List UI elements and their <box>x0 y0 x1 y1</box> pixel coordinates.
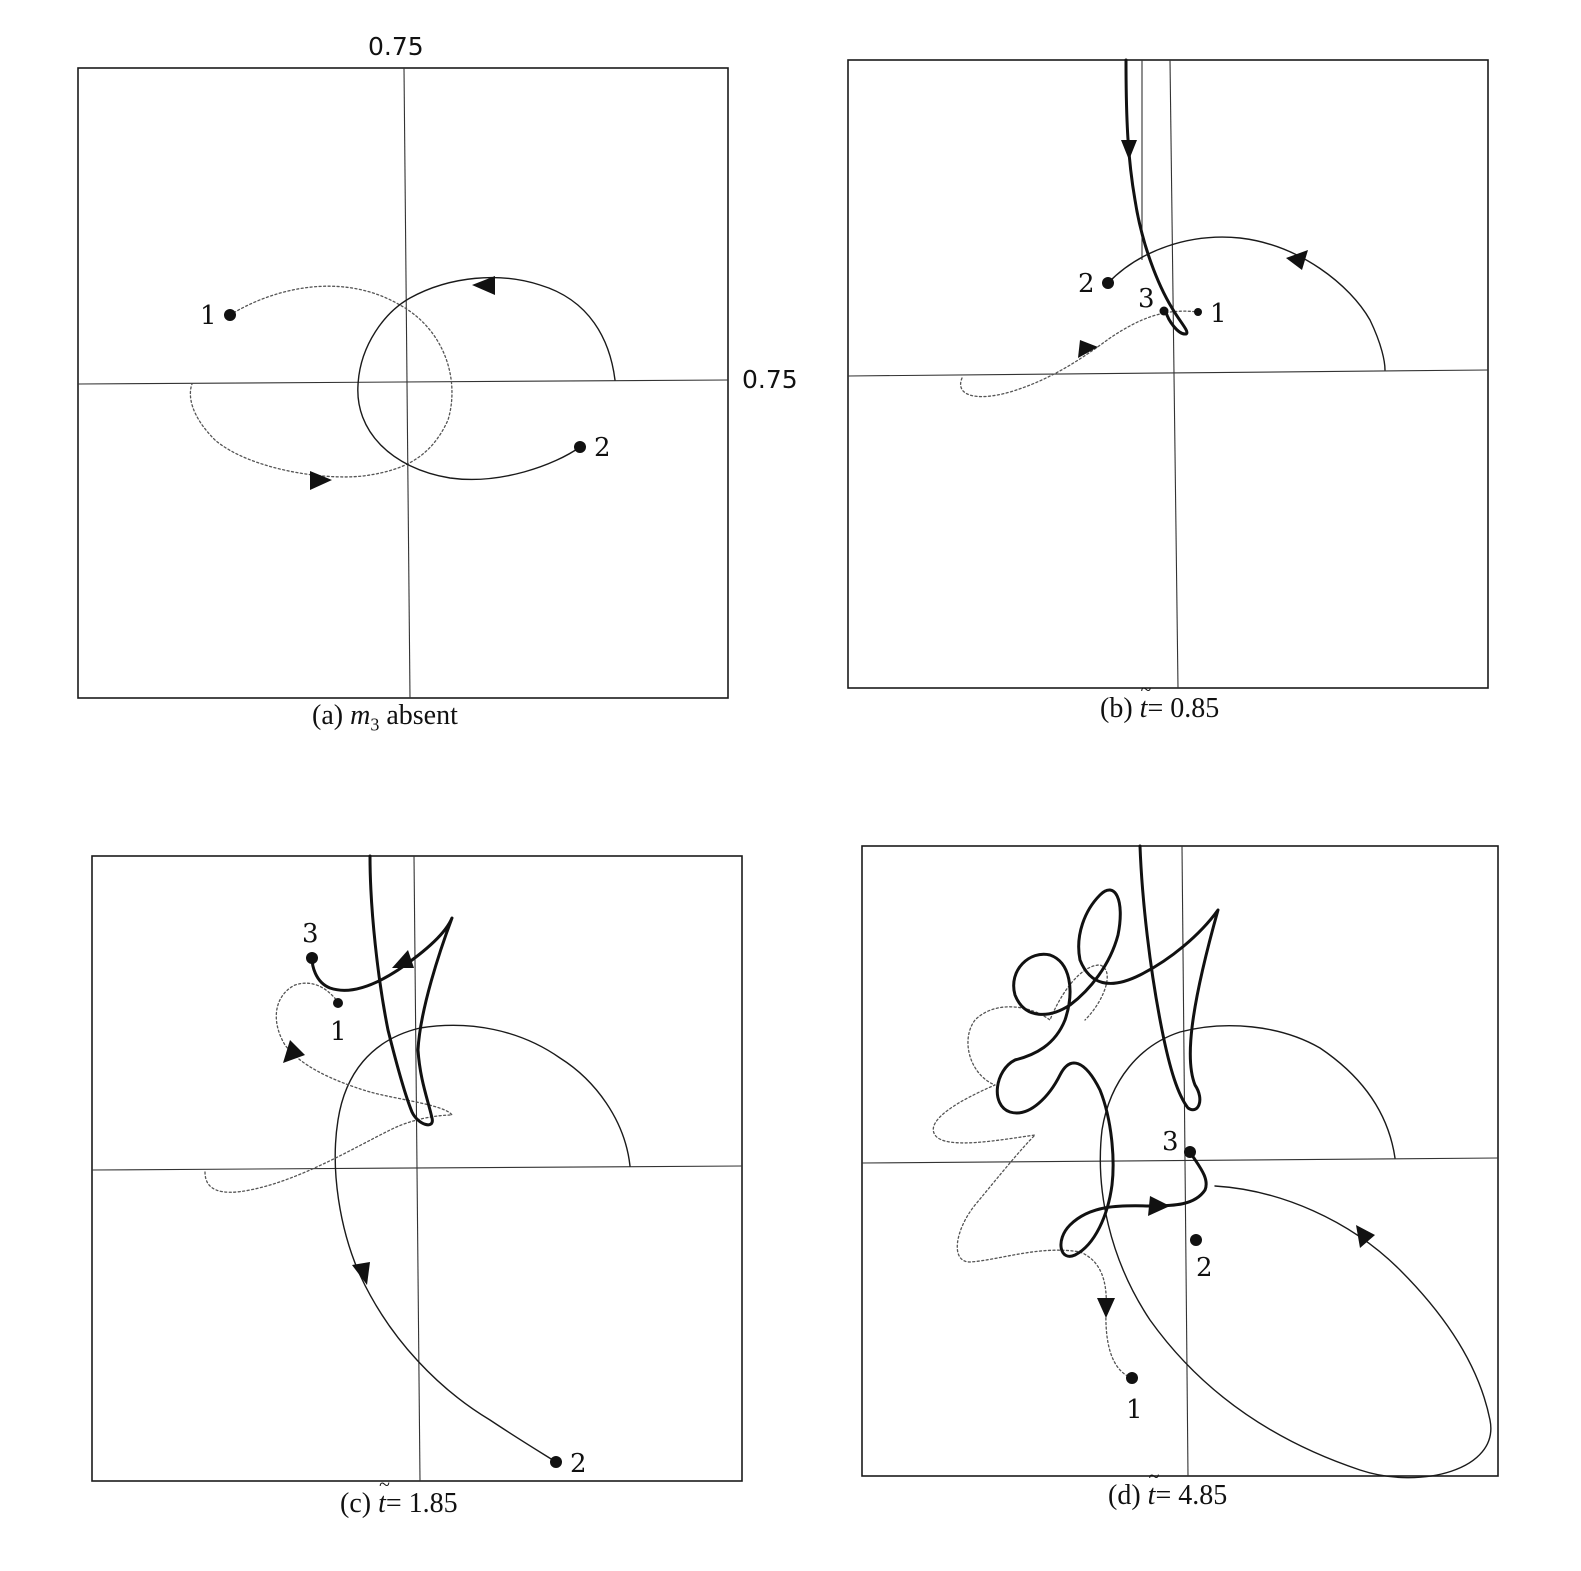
panel-a-trajectory-1 <box>189 285 453 478</box>
panel-b: 2 3 1 <box>847 58 1489 689</box>
panel-c-label-3: 3 <box>302 919 319 949</box>
panel-a: 0.75 0.75 1 2 <box>77 32 798 699</box>
panel-c-caption-var: t <box>378 1474 390 1520</box>
panel-d-arrow-1 <box>1097 1298 1115 1318</box>
panel-d-body-3-dot <box>1184 1146 1196 1158</box>
panel-c-body-1-dot <box>333 998 343 1008</box>
panel-c-horizontal-axis <box>91 1165 743 1171</box>
panel-a-right-tick-label: 0.75 <box>742 365 798 394</box>
panel-c-trajectory-2 <box>334 1024 631 1463</box>
panel-a-arrow-2 <box>472 276 495 295</box>
panel-b-vertical-axis <box>1169 59 1179 689</box>
panel-b-horizontal-axis <box>847 369 1489 377</box>
panel-d-body-2-dot <box>1190 1234 1202 1246</box>
panel-c-trajectory-3 <box>310 854 454 1127</box>
panel-c-label-2: 2 <box>570 1449 587 1479</box>
panel-a-frame <box>77 67 729 699</box>
panel-b-trajectory-1 <box>960 310 1199 398</box>
panel-d-trajectory-1 <box>932 964 1133 1379</box>
panel-a-caption: (a) m3 absent <box>312 700 458 736</box>
panel-c-body-3-dot <box>306 952 318 964</box>
panel-c-arrow-2 <box>352 1262 370 1285</box>
panel-d-body-1-dot <box>1126 1372 1138 1384</box>
panel-c-caption-eq: = 1.85 <box>385 1488 458 1519</box>
panel-a-caption-sub: 3 <box>370 714 380 735</box>
panel-d-arrow-2 <box>1356 1225 1375 1248</box>
panel-b-caption: (b) t= 0.85 <box>1100 679 1220 725</box>
panel-b-caption-var: t <box>1140 679 1152 725</box>
panel-a-body-1-dot <box>224 309 236 321</box>
panel-b-arrow-3 <box>1121 140 1137 160</box>
panel-d-label-3: 3 <box>1162 1127 1179 1157</box>
panel-d-frame <box>861 845 1499 1477</box>
panel-a-body-2-dot <box>574 441 586 453</box>
panel-d: 3 2 1 <box>861 844 1499 1479</box>
panel-d-caption-prefix: (d) <box>1108 1480 1141 1511</box>
panel-b-caption-eq: = 0.85 <box>1147 693 1220 724</box>
panel-d-label-2: 2 <box>1196 1253 1213 1283</box>
panel-d-arrow-3 <box>1148 1196 1170 1216</box>
panel-c-label-1: 1 <box>330 1017 347 1047</box>
panel-b-label-2: 2 <box>1078 269 1095 299</box>
panel-c-caption: (c) t= 1.85 <box>340 1474 458 1520</box>
panel-b-arrow-1 <box>1078 340 1098 358</box>
panel-b-label-3: 3 <box>1138 284 1155 314</box>
panel-b-label-1: 1 <box>1210 299 1227 329</box>
panel-a-label-1: 1 <box>200 301 217 331</box>
panel-a-arrow-1 <box>310 471 332 490</box>
panel-c-caption-prefix: (c) <box>340 1488 372 1519</box>
panel-c-arrow-1 <box>283 1040 305 1063</box>
panel-d-trajectory-3 <box>995 844 1220 1258</box>
panel-b-body-2-dot <box>1102 277 1114 289</box>
panel-a-caption-prefix: (a) <box>312 700 344 731</box>
panel-a-caption-suffix: absent <box>379 700 458 731</box>
panel-b-trajectory-3 <box>1124 58 1189 336</box>
panel-c-frame <box>91 855 743 1482</box>
panel-c-body-2-dot <box>550 1456 562 1468</box>
panel-d-trajectory-2 <box>1099 1025 1492 1479</box>
panel-a-caption-var: m <box>350 700 371 731</box>
panel-d-label-1: 1 <box>1126 1395 1143 1425</box>
panel-d-caption: (d) t= 4.85 <box>1108 1466 1228 1512</box>
panel-c-trajectory-1 <box>204 982 453 1193</box>
panel-b-arrow-2 <box>1286 250 1308 270</box>
panel-a-trajectory-2 <box>357 276 616 481</box>
panel-d-caption-eq: = 4.85 <box>1155 1480 1228 1511</box>
panel-b-frame <box>847 59 1489 689</box>
panel-d-caption-var: t <box>1148 1466 1160 1512</box>
panel-c-arrow-3 <box>392 950 414 968</box>
panel-b-caption-prefix: (b) <box>1100 693 1133 724</box>
panel-b-body-1-dot <box>1194 308 1202 316</box>
panel-c: 3 1 2 <box>91 854 743 1482</box>
panel-b-body-3-dot <box>1159 306 1169 316</box>
panel-a-vertical-axis <box>403 67 411 699</box>
panel-a-horizontal-axis <box>77 379 729 385</box>
panel-b-trajectory-2 <box>1107 236 1386 371</box>
panel-a-label-2: 2 <box>594 433 611 463</box>
panel-a-top-tick-label: 0.75 <box>368 32 424 61</box>
panel-d-horizontal-axis <box>861 1157 1499 1164</box>
